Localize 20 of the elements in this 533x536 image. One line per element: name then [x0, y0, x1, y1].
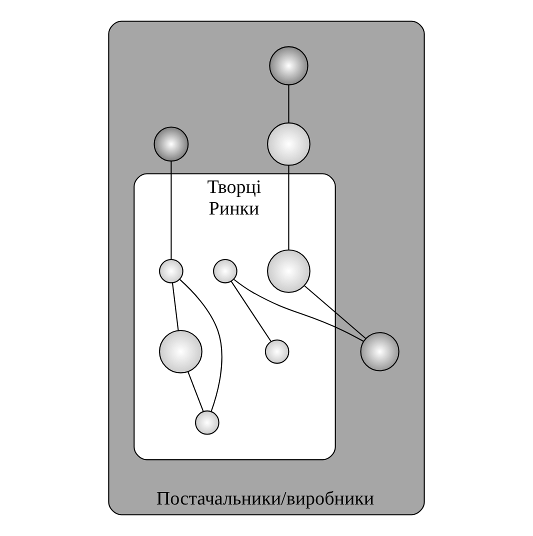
node-circle	[264, 339, 290, 364]
connector	[170, 162, 172, 260]
node-circle	[154, 126, 189, 162]
connector	[304, 285, 366, 339]
connector	[172, 282, 179, 331]
node-circle	[195, 410, 220, 435]
connector	[230, 280, 272, 342]
node-circle	[213, 259, 238, 284]
connector	[288, 84, 290, 123]
cluster: Творці Ринки	[134, 173, 336, 460]
node-circle	[267, 122, 310, 166]
connector	[234, 279, 364, 342]
node-circle	[159, 330, 202, 374]
connector	[288, 166, 290, 250]
node-circle	[360, 332, 400, 372]
connector	[188, 372, 204, 412]
node-circle	[269, 46, 308, 86]
node-circle	[267, 249, 310, 293]
connector	[179, 279, 222, 412]
node-circle	[159, 259, 184, 284]
